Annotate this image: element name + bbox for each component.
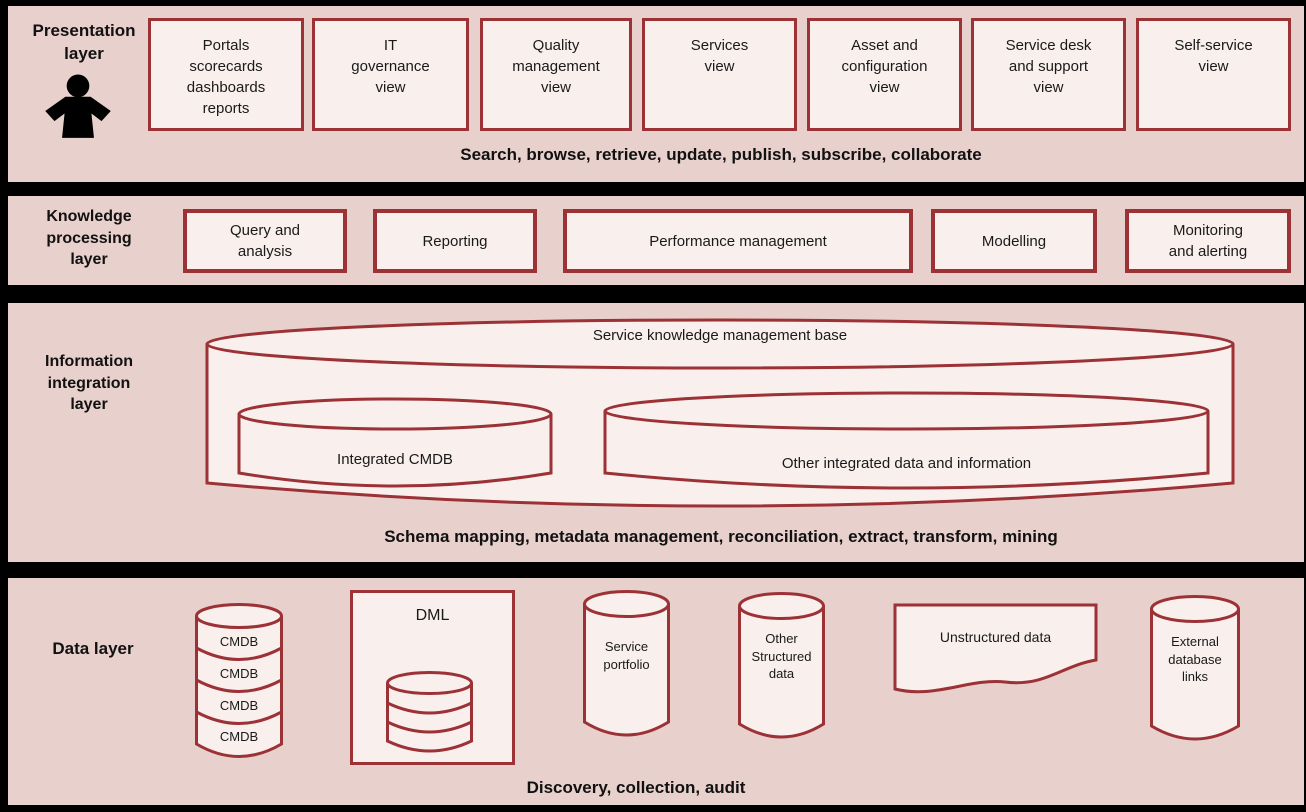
knowledge-box-monitoring: Monitoring and alerting (1125, 209, 1291, 273)
dml-cylinder-icon (386, 671, 473, 759)
service-portfolio-cylinder-icon: Service portfolio (583, 590, 670, 740)
data-layer-caption: Discovery, collection, audit (526, 778, 746, 797)
other-structured-data-label: Other Structured data (751, 631, 812, 682)
information-integration-layer-band: Information integration layer Service kn… (8, 303, 1304, 562)
other-integrated-data-cylinder-icon (603, 391, 1210, 505)
data-layer-band: Data layer CMDB CMDB CMDB CMDB DML (8, 578, 1304, 805)
presentation-box-services: Services view (642, 18, 797, 131)
knowledge-box-reporting-label: Reporting (422, 232, 488, 250)
other-structured-data-cylinder-icon: Other Structured data (738, 592, 825, 742)
presentation-box-service-desk: Service desk and support view (971, 18, 1126, 131)
integration-layer-label: Information integration layer (45, 353, 133, 414)
integration-caption: Schema mapping, metadata management, rec… (384, 527, 1058, 546)
presentation-box-services-label: Services view (690, 37, 749, 75)
presentation-caption: Search, browse, retrieve, update, publis… (460, 145, 982, 164)
presentation-box-asset-config-label: Asset and configuration view (841, 37, 928, 96)
presentation-box-it-governance-label: IT governance view (351, 37, 430, 96)
cmdb-label-1: CMDB (219, 634, 259, 649)
presentation-box-quality-label: Quality management view (512, 37, 600, 96)
presentation-box-portals-label: Portals scorecards dashboards reports (186, 37, 266, 117)
cmdb-label-3: CMDB (219, 698, 259, 713)
knowledge-box-performance-label: Performance management (649, 232, 827, 250)
presentation-box-self-service-label: Self-service view (1174, 37, 1253, 75)
presentation-layer-band: Presentation layer Portals scorecards da… (8, 6, 1304, 182)
integrated-cmdb-cylinder-icon (237, 397, 553, 501)
knowledge-box-performance: Performance management (563, 209, 913, 273)
knowledge-box-modelling: Modelling (931, 209, 1097, 273)
external-database-links-label: External database links (1168, 634, 1222, 685)
integrated-cmdb-label: Integrated CMDB (337, 451, 453, 468)
person-icon (36, 74, 120, 138)
data-layer-label: Data layer (52, 639, 134, 658)
knowledge-box-reporting: Reporting (373, 209, 537, 273)
presentation-box-self-service: Self-service view (1136, 18, 1291, 131)
service-portfolio-label: Service portfolio (603, 639, 650, 672)
knowledge-box-monitoring-label: Monitoring and alerting (1168, 222, 1248, 260)
other-integrated-data-label: Other integrated data and information (781, 455, 1032, 472)
knowledge-box-query-analysis-label: Query and analysis (229, 222, 301, 260)
presentation-box-it-governance: IT governance view (312, 18, 469, 131)
unstructured-data-label: Unstructured data (939, 629, 1052, 645)
presentation-box-quality: Quality management view (480, 18, 632, 131)
service-knowledge-base-label: Service knowledge management base (592, 327, 848, 344)
dml-box: DML (350, 590, 515, 765)
cmdb-label-4: CMDB (219, 729, 259, 744)
presentation-box-asset-config: Asset and configuration view (807, 18, 962, 131)
presentation-box-service-desk-label: Service desk and support view (1005, 37, 1092, 96)
cmdb-stack-cylinder-icon: CMDB CMDB CMDB CMDB (195, 603, 283, 761)
cmdb-label-2: CMDB (219, 666, 259, 681)
unstructured-data-shape-icon: Unstructured data (893, 603, 1098, 705)
presentation-box-portals: Portals scorecards dashboards reports (148, 18, 304, 131)
dml-label: DML (415, 607, 450, 624)
knowledge-layer-label: Knowledge processing layer (46, 208, 132, 269)
external-database-links-cylinder-icon: External database links (1150, 595, 1240, 744)
knowledge-box-query-analysis: Query and analysis (183, 209, 347, 273)
knowledge-processing-layer-band: Knowledge processing layer Query and ana… (8, 196, 1304, 285)
knowledge-box-modelling-label: Modelling (981, 232, 1047, 250)
presentation-layer-label: Presentation layer (32, 21, 136, 63)
